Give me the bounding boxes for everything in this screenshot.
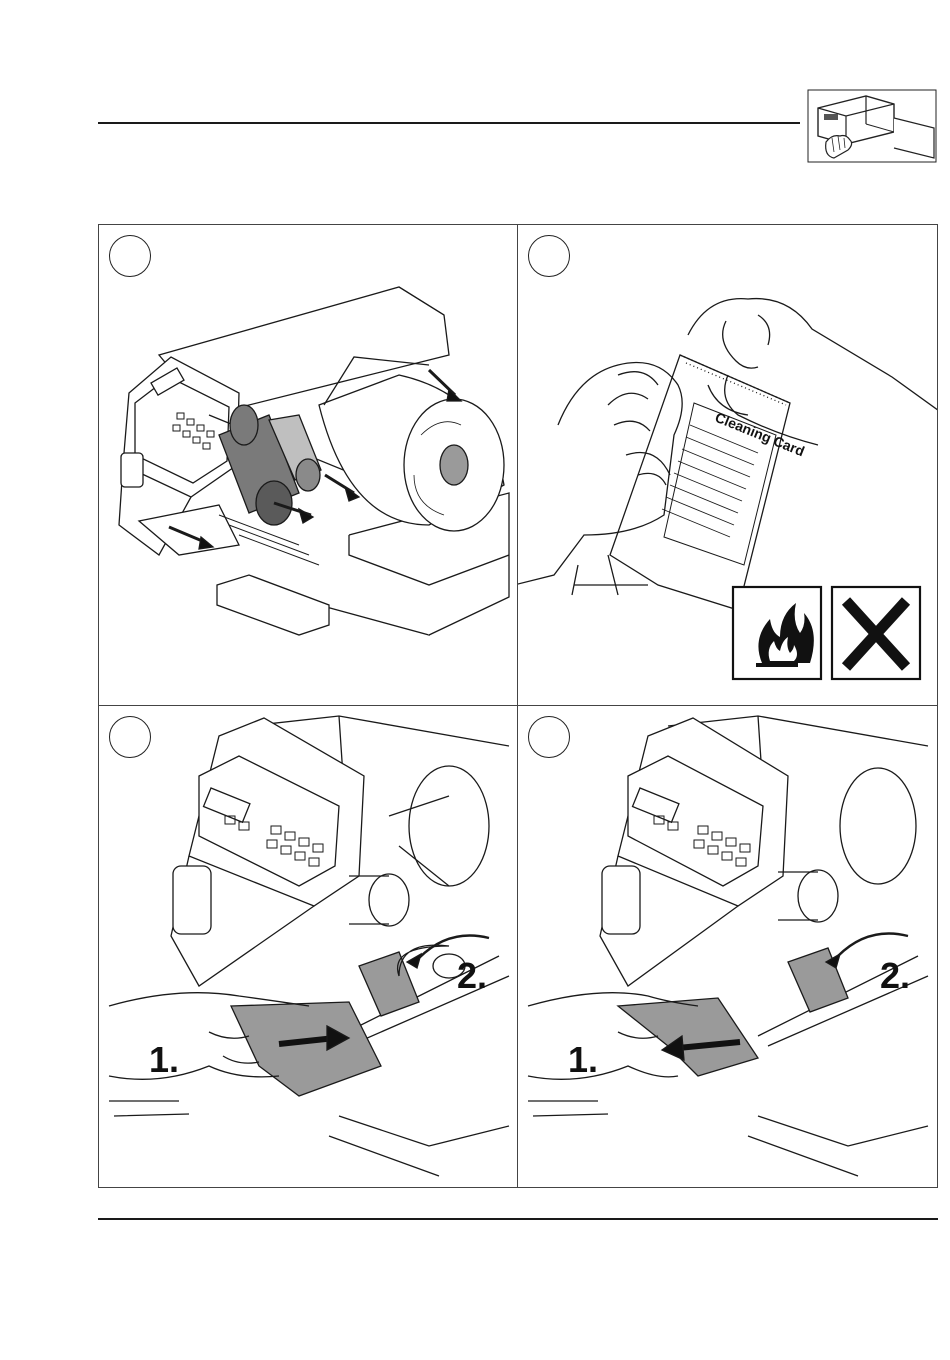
step-circle-2 [528,235,570,277]
step-circle-3 [109,716,151,758]
step-circle-1 [109,235,151,277]
step-circle-4 [528,716,570,758]
cleaning-card-illustration: Cleaning Card [518,225,937,706]
insert-card-illustration: 1. 2. [99,706,518,1187]
step-1-label: 1. [149,1039,179,1080]
maintenance-section-icon [806,88,938,164]
panel-cleaning-card: Cleaning Card [518,225,937,706]
step-1-label: 1. [568,1039,598,1080]
step-2-label: 2. [457,955,487,996]
harmful-warning-icon [832,587,920,679]
printer-remove-media-illustration [99,225,518,706]
bottom-rule [98,1218,938,1220]
panel-remove-media-ribbon [99,225,518,706]
top-rule [98,122,800,124]
step-2-label: 2. [880,955,910,996]
instruction-grid: Cleaning Card [98,224,938,1188]
panel-insert-cleaning-card: 1. 2. [99,706,518,1187]
flammable-warning-icon [733,587,821,679]
remove-card-illustration: 1. 2. [518,706,937,1187]
panel-remove-cleaning-card: 1. 2. [518,706,937,1187]
